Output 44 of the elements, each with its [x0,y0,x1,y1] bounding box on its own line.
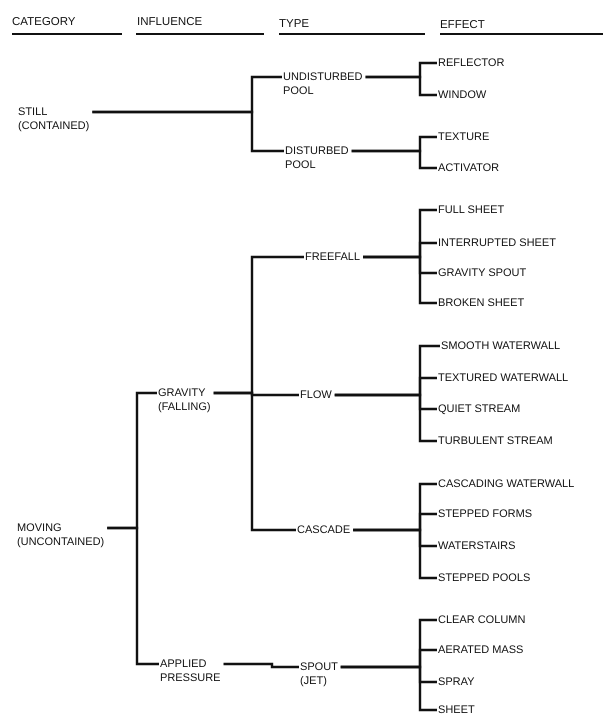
category-label: WATERSTAIRS [438,539,516,553]
category-label: STEPPED FORMS [438,507,532,521]
category-label: SPOUT (JET) [300,660,338,688]
tree-connector [340,666,437,712]
category-label: REFLECTOR [438,56,504,70]
category-label: MOVING (UNCONTAINED) [17,521,104,549]
tree-connector [365,76,437,96]
category-label: WINDOW [438,88,486,102]
category-label: STEPPED POOLS [438,571,530,585]
tree-connector [92,110,284,152]
category-label: SHEET [438,703,475,717]
category-label: DISTURBED POOL [285,144,349,172]
tree-connector [352,150,437,170]
category-label: FULL SHEET [438,203,504,217]
tree-connector [353,528,437,580]
column-heading: INFLUENCE [137,15,202,29]
category-label: GRAVITY SPOUT [438,266,526,280]
category-label: FLOW [300,388,332,402]
tree-connector [363,256,437,304]
category-label: FREEFALL [305,250,360,264]
category-label: BROKEN SHEET [438,296,524,310]
category-label: CLEAR COLUMN [438,613,526,627]
category-label: QUIET STREAM [438,402,520,416]
category-label: TEXTURED WATERWALL [438,371,568,385]
category-label: TURBULENT STREAM [438,434,553,448]
category-label: TEXTURE [438,130,490,144]
category-label: APPLIED PRESSURE [160,657,221,685]
tree-connector [334,394,437,442]
tree-connector [214,392,296,532]
category-label: STILL (CONTAINED) [18,105,90,133]
category-label: INTERRUPTED SHEET [438,236,556,250]
category-label: SPRAY [438,675,474,689]
category-label: CASCADING WATERWALL [438,477,574,491]
category-label: CASCADE [297,523,350,537]
category-label: ACTIVATOR [438,161,500,175]
column-heading: TYPE [279,17,310,31]
category-label: GRAVITY (FALLING) [158,386,211,414]
tree-connector [107,526,159,666]
category-label: UNDISTURBED POOL [283,70,362,98]
tree-connector [224,662,299,668]
column-heading: EFFECT [440,18,485,32]
category-label: SMOOTH WATERWALL [441,339,560,353]
category-label: AERATED MASS [438,643,524,657]
column-heading: CATEGORY [12,15,76,29]
